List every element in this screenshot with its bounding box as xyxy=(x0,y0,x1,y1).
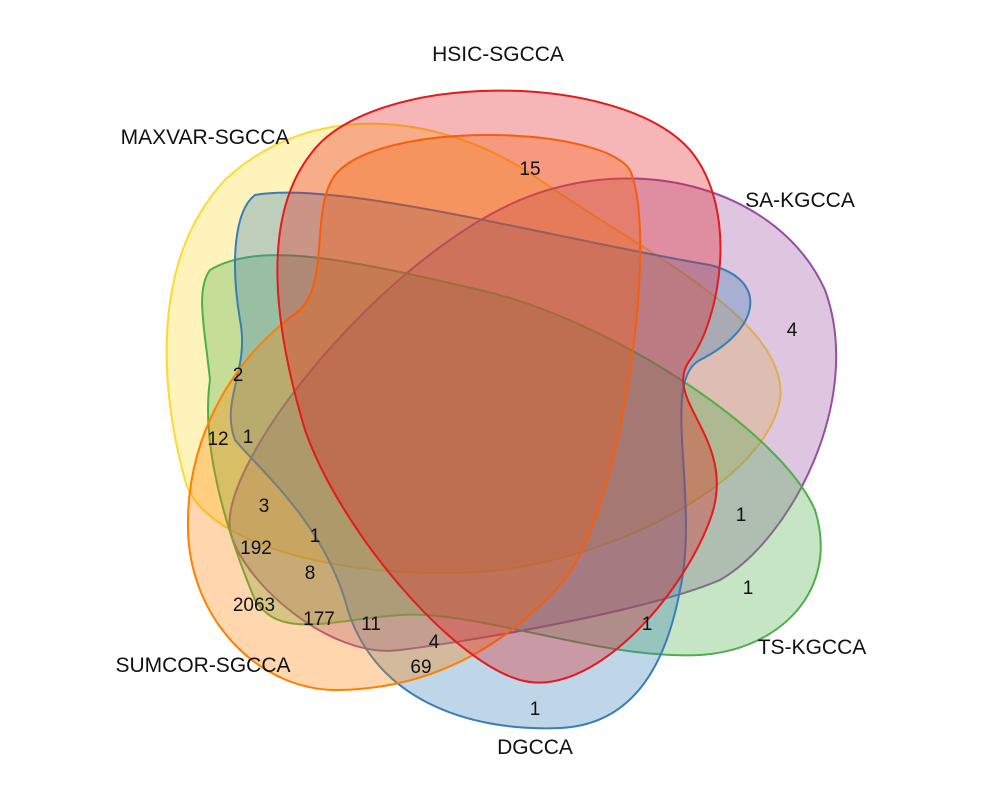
region-count: 1 xyxy=(243,427,254,448)
region-count: 2 xyxy=(233,365,244,386)
region-count: 1 xyxy=(743,578,754,599)
region-count: 1 xyxy=(736,505,747,526)
set-label-maxvar-sgcca: MAXVAR-SGCCA xyxy=(121,126,290,149)
set-label-sumcor-sgcca: SUMCOR-SGCCA xyxy=(115,654,290,677)
region-count: 12 xyxy=(207,429,228,450)
region-count: 11 xyxy=(361,614,381,635)
region-count: 1 xyxy=(642,614,653,635)
set-ellipse-sumcor-sgcca xyxy=(186,134,642,692)
region-count: 4 xyxy=(787,320,798,341)
region-count: 3 xyxy=(259,496,270,517)
region-count: 15 xyxy=(519,159,540,180)
region-count: 4 xyxy=(429,632,440,653)
region-count: 2063 xyxy=(233,595,275,616)
set-label-ts-kgcca: TS-KGCCA xyxy=(758,636,867,659)
set-ellipse-hsic-sgcca xyxy=(276,89,722,684)
region-count: 1 xyxy=(310,526,321,547)
set-ellipse-dgcca xyxy=(229,191,752,730)
region-count: 69 xyxy=(410,657,431,678)
region-count: 1 xyxy=(530,699,541,720)
region-count: 192 xyxy=(240,538,272,559)
set-ellipse-ts-kgcca xyxy=(201,254,822,657)
set-label-dgcca: DGCCA xyxy=(497,736,573,759)
set-label-sa-kgcca: SA-KGCCA xyxy=(745,189,855,212)
set-label-hsic-sgcca: HSIC-SGCCA xyxy=(432,43,564,66)
region-count: 177 xyxy=(303,609,335,630)
set-ellipse-sa-kgcca xyxy=(228,177,838,652)
region-count: 8 xyxy=(305,563,316,584)
